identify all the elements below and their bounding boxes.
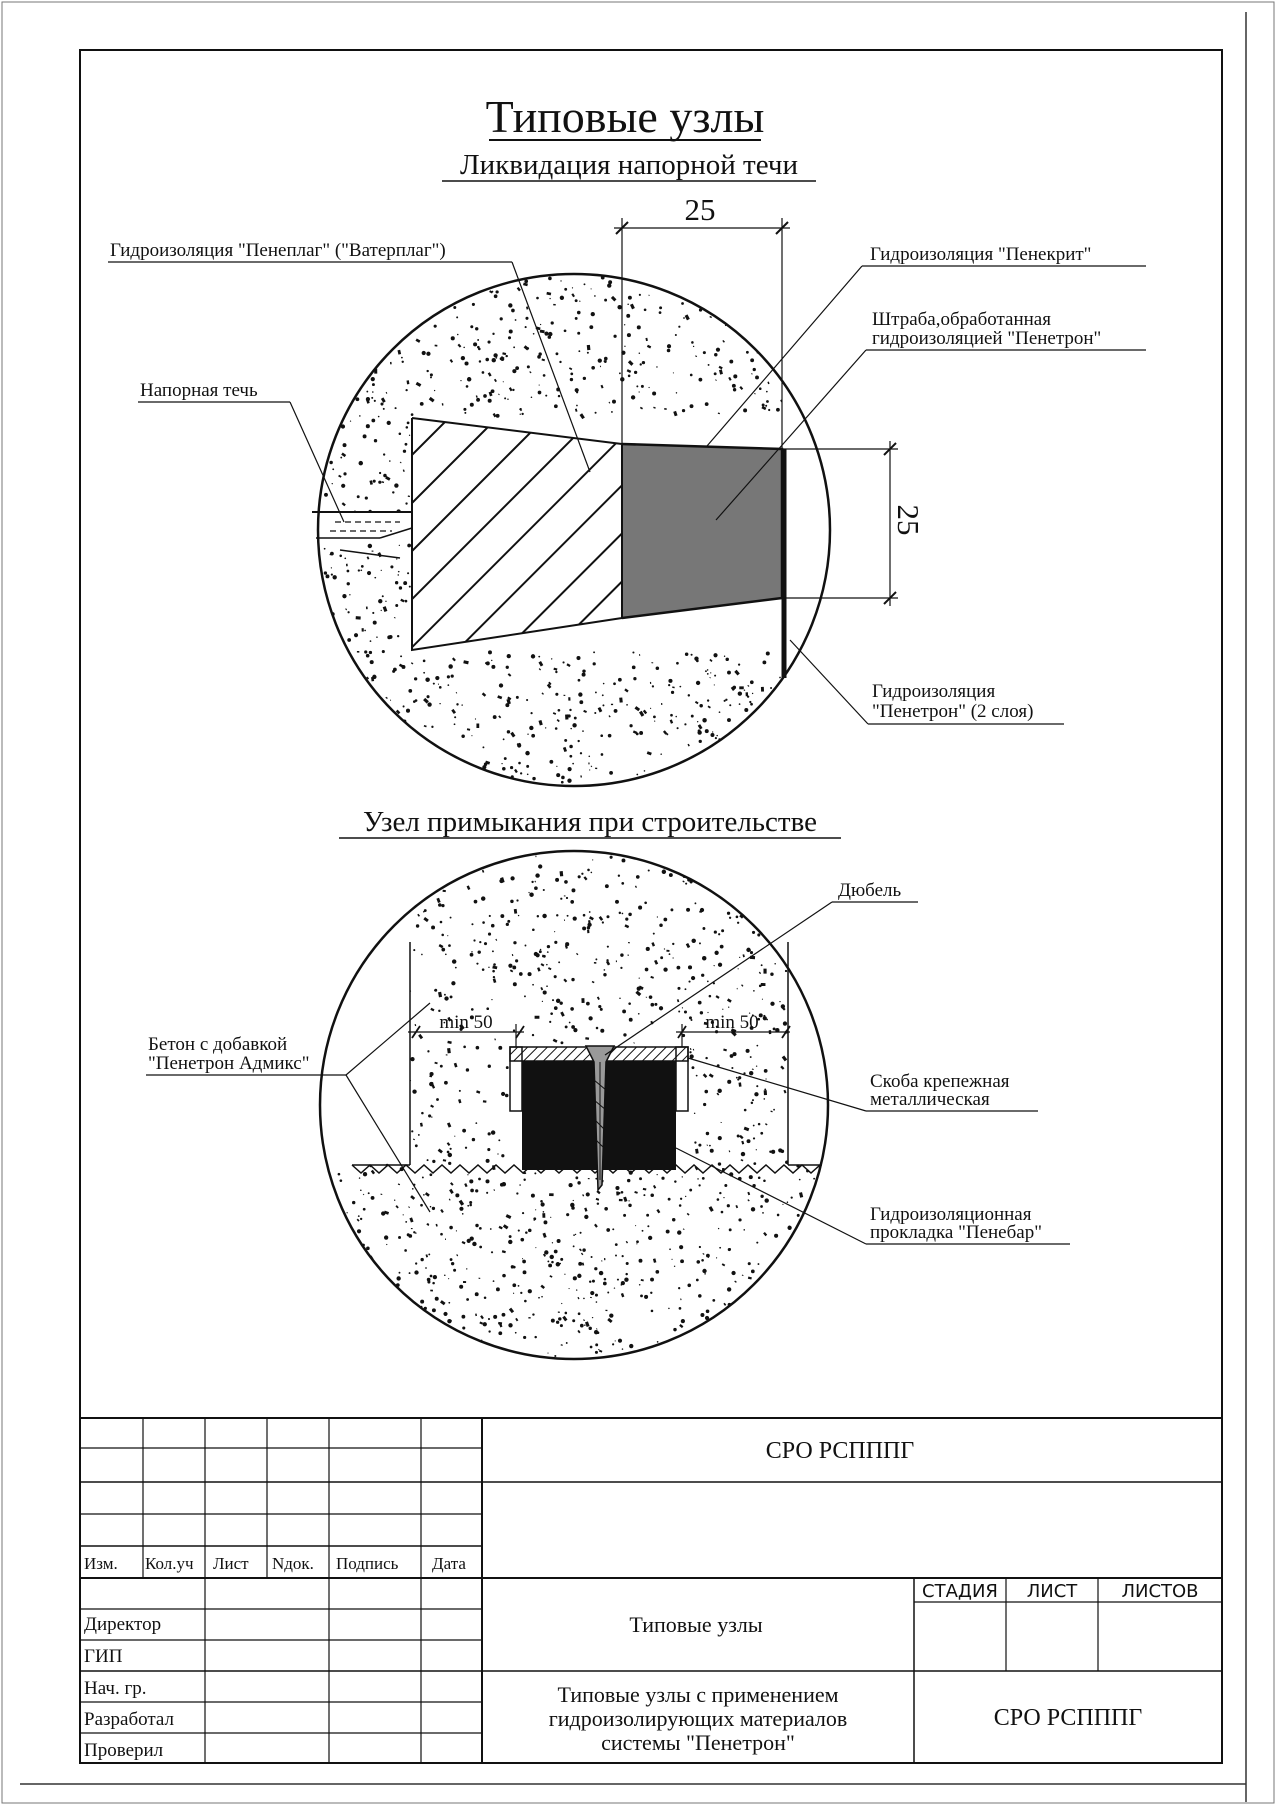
tb-org-top: СРО РСПППГ (766, 1438, 915, 1464)
detail-leak-circle (316, 272, 832, 788)
tb-sheet-title: Типовые узлы (629, 1612, 763, 1637)
label-leak: Напорная течь (140, 380, 258, 401)
label-pad-line2: прокладка "Пенебар" (870, 1222, 1042, 1243)
section2-title: Узел примыкания при строительстве (363, 806, 817, 838)
label-pad-line1: Гидроизоляционная (870, 1204, 1032, 1225)
title-block (80, 1417, 1222, 1763)
tb-role-gip: ГИП (84, 1646, 123, 1667)
detail-joint-circle (318, 849, 830, 1361)
label-bracket-line1: Скоба крепежная (870, 1071, 1010, 1092)
detail-leak: 25 25 Гидроизоляция "Пенеплаг" ("Ватерпл… (108, 192, 1146, 788)
tb-header-data: Дата (432, 1554, 466, 1573)
label-penekrit: Гидроизоляция "Пенекрит" (870, 244, 1091, 265)
label-dowel: Дюбель (838, 880, 901, 901)
concrete-speckle (318, 274, 786, 784)
tb-role-director: Директор (84, 1614, 161, 1635)
label-groove-line1: Штраба,обработанная (872, 309, 1051, 330)
dim-top-25: 25 (685, 192, 716, 227)
leak-channel (318, 512, 412, 538)
detail-joint: min 50 min 50 Дюбель Бетон с добавкой "П… (146, 849, 1070, 1361)
label-penetron-line1: Гидроизоляция (872, 681, 995, 702)
tb-description-line2: гидроизолирующих материалов (549, 1706, 848, 1731)
label-penenplag: Гидроизоляция "Пенеплаг" ("Ватерплаг") (110, 240, 446, 261)
tb-sheet-header: ЛИСТ (1027, 1581, 1079, 1602)
tb-sheets-header: ЛИСТОВ (1121, 1581, 1198, 1602)
label-bracket-line2: металлическая (870, 1089, 990, 1110)
label-concrete-line1: Бетон с добавкой (148, 1034, 287, 1055)
drawing-title: Типовые узлы (486, 91, 765, 142)
tb-description-line1: Типовые узлы с применением (557, 1682, 838, 1707)
label-groove-line2: гидроизоляцией "Пенетрон" (872, 328, 1101, 349)
tb-header-ndok: Nдок. (272, 1554, 314, 1573)
penekrit-fill (622, 444, 782, 618)
tb-org-bottom: СРО РСПППГ (994, 1705, 1143, 1731)
tb-stage-header: СТАДИЯ (922, 1581, 998, 1602)
tb-header-podpis: Подпись (336, 1554, 399, 1573)
tb-role-razrabotal: Разработал (84, 1709, 174, 1730)
label-penetron-line2: "Пенетрон" (2 слоя) (872, 701, 1033, 722)
dim-right-25: 25 (891, 505, 926, 536)
label-concrete-line2: "Пенетрон Адмикс" (148, 1053, 310, 1074)
penenplag-hatch (412, 418, 622, 650)
section1-title: Ликвидация напорной течи (460, 149, 798, 181)
tb-description-line3: системы "Пенетрон" (601, 1730, 795, 1755)
drawing-frame (79, 49, 1223, 1764)
tb-role-proveril: Проверил (84, 1740, 164, 1761)
tb-header-kolvo: Кол.уч (145, 1554, 194, 1573)
concrete-speckle (337, 855, 819, 1358)
tb-header-list: Лист (213, 1554, 249, 1573)
tb-role-nach-gr: Нач. гр. (84, 1678, 147, 1699)
dim-min50-right: min 50 (705, 1012, 758, 1033)
tb-header-izm: Изм. (84, 1554, 118, 1573)
dim-min50-left: min 50 (439, 1012, 492, 1033)
